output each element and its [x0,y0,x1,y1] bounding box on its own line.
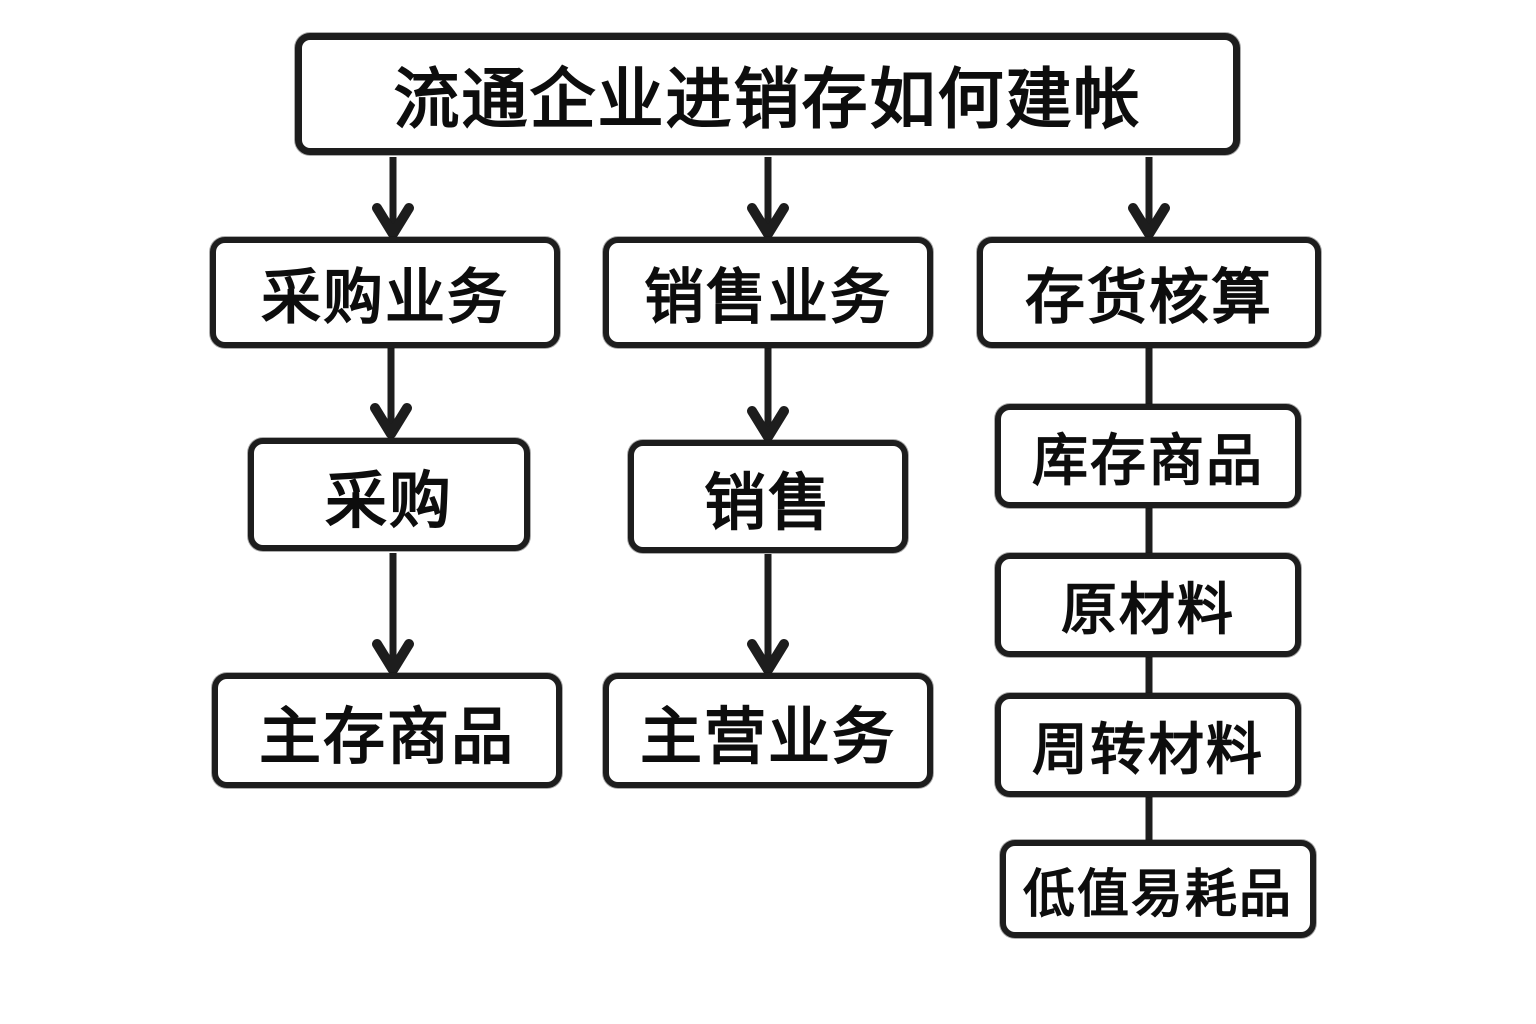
arrow-xiaoshou-to-zhuying-yewu [747,554,789,675]
arrow-xiaoshou-yewu-to-xiaoshou [747,348,789,442]
node-xiaoshou-yewu-label: 销售业务 [644,264,892,331]
node-caigou-yewu: 采购业务 [210,237,560,348]
node-cunhuo-hesuan-label: 存货核算 [1025,264,1273,331]
node-dizhi-yihaopin: 低值易耗品 [1000,840,1316,938]
node-xiaoshou-label: 销售 [703,468,832,538]
arrow-title-to-caigou-yewu [372,157,414,239]
node-yuancailiao-label: 原材料 [1061,577,1235,641]
node-xiaoshou-yewu: 销售业务 [603,237,933,348]
node-title-label: 流通企业进销存如何建帐 [393,62,1142,136]
arrow-caigou-yewu-to-caigou [370,348,412,439]
node-zhuying-yewu: 主营业务 [603,673,933,788]
node-zhouzhuan-cailiao-label: 周转材料 [1032,717,1264,781]
node-caigou-yewu-label: 采购业务 [261,264,509,331]
node-dizhi-yihaopin-label: 低值易耗品 [1022,865,1293,924]
arrow-title-to-xiaoshou-yewu [747,157,789,239]
node-xiaoshou: 销售 [628,440,908,553]
node-zhouzhuan-cailiao: 周转材料 [995,693,1301,797]
node-title: 流通企业进销存如何建帐 [295,33,1240,155]
node-kucun-shangpin-label: 库存商品 [1032,428,1264,492]
node-zhuying-yewu-label: 主营业务 [639,702,896,772]
node-zhucun-shangpin: 主存商品 [212,673,562,788]
node-yuancailiao: 原材料 [995,553,1301,657]
node-kucun-shangpin: 库存商品 [995,404,1301,508]
node-caigou: 采购 [248,438,530,551]
arrow-title-to-cunhuo-hesuan [1128,157,1170,239]
node-zhucun-shangpin-label: 主存商品 [258,702,515,772]
node-cunhuo-hesuan: 存货核算 [977,237,1321,348]
node-caigou-label: 采购 [324,466,453,536]
arrow-caigou-to-zhucun-shangpin [372,553,414,675]
